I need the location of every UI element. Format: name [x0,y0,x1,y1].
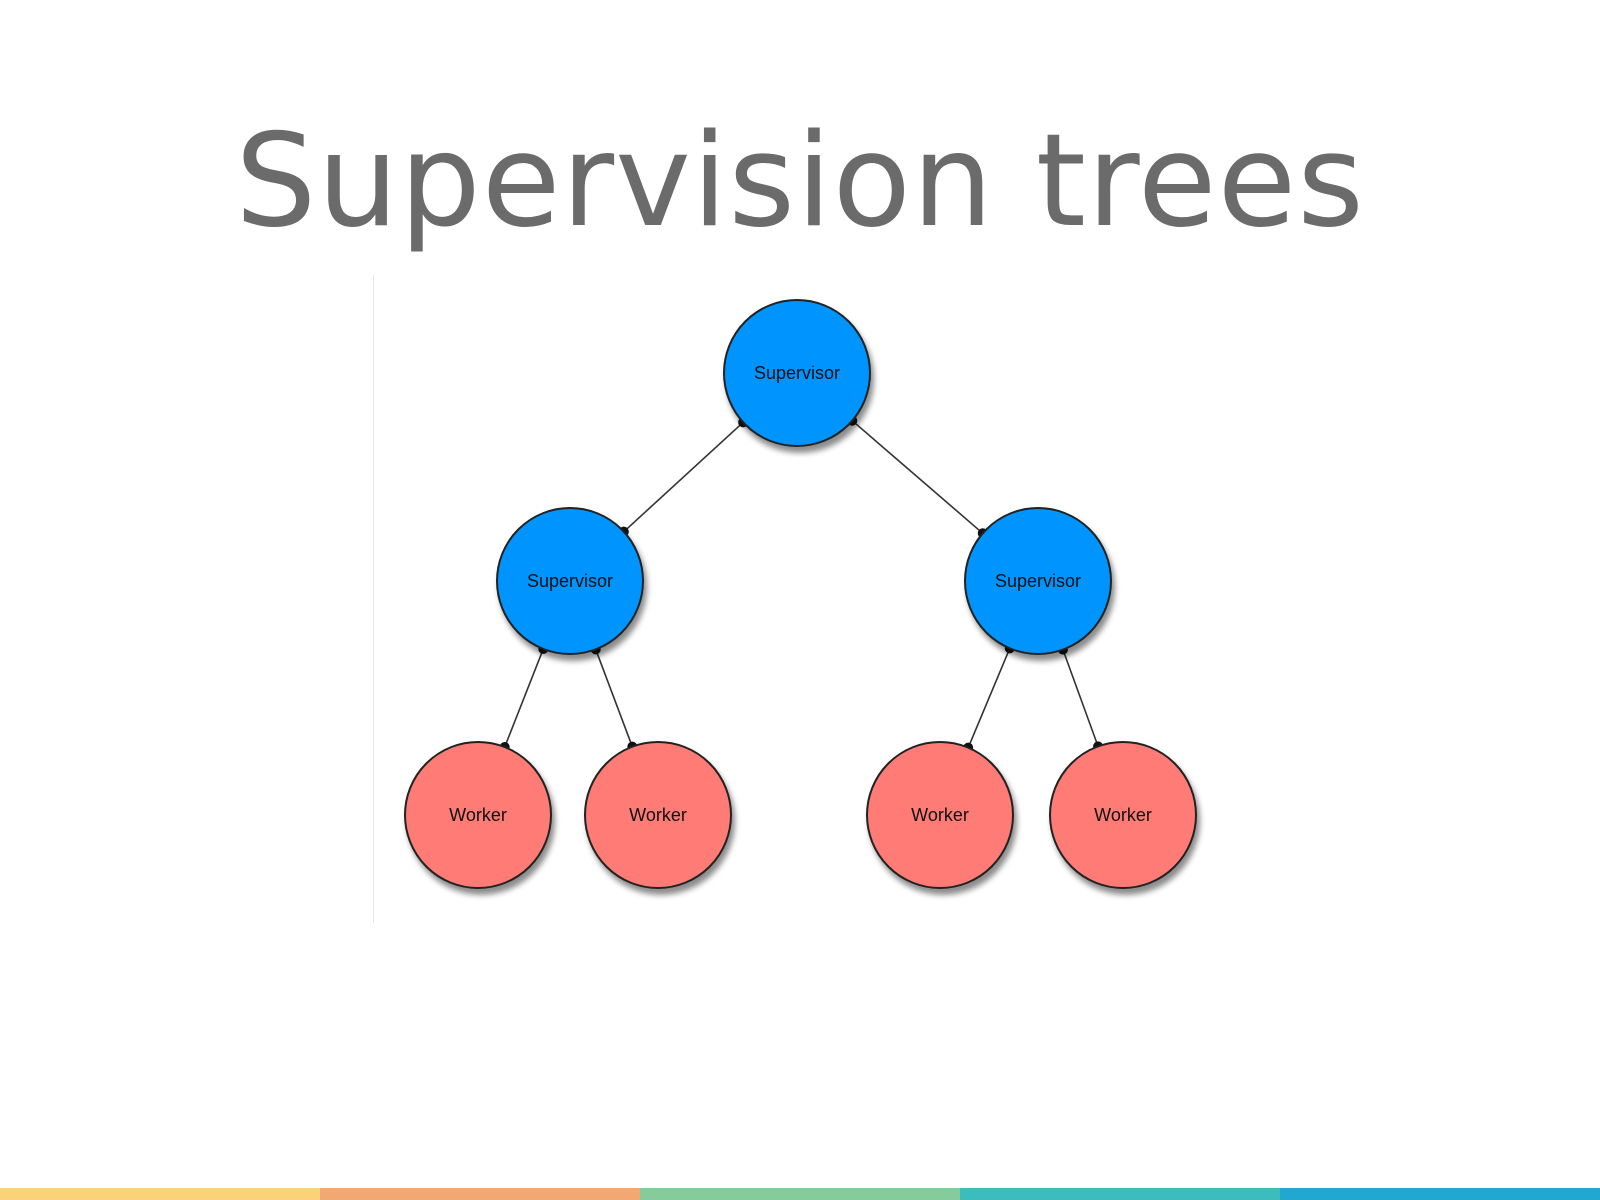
worker-circle [866,741,1014,889]
node-worker-4: Worker [1049,741,1197,889]
worker-label: Worker [911,805,969,825]
edge-sup-left-worker-2 [590,644,638,752]
edge-line [503,648,545,748]
edge-root-sup-right [847,415,988,539]
edge-sup-right-worker-3 [963,643,1015,753]
node-worker-2: Worker [584,741,732,889]
edge-line [1062,649,1099,747]
edge-sup-right-worker-4 [1057,644,1104,752]
footer-segment-5 [1280,1188,1600,1200]
node-sup-right: Supervisor [964,507,1112,655]
edge-line [851,420,984,534]
worker-label: Worker [449,805,507,825]
supervisor-label: Supervisor [754,363,840,383]
footer-segment-1 [0,1188,320,1200]
worker-label: Worker [629,805,687,825]
supervisor-circle [723,299,871,447]
supervisor-label: Supervisor [995,571,1081,591]
slide-title: Supervision trees [235,107,1365,256]
footer-segment-3 [640,1188,960,1200]
node-worker-3: Worker [866,741,1014,889]
edge-sup-left-worker-1 [499,643,549,753]
edge-line [967,648,1011,748]
footer-segment-2 [320,1188,640,1200]
footer-color-bar [0,1188,1600,1200]
node-worker-1: Worker [404,741,552,889]
node-sup-left: Supervisor [496,507,644,655]
supervisor-circle [964,507,1112,655]
image-border [373,275,374,923]
node-root: Supervisor [723,299,871,447]
worker-circle [404,741,552,889]
edge-line [623,421,744,533]
worker-circle [584,741,732,889]
worker-label: Worker [1094,805,1152,825]
edge-line [594,649,634,747]
worker-circle [1049,741,1197,889]
supervisor-circle [496,507,644,655]
supervisor-label: Supervisor [527,571,613,591]
footer-segment-4 [960,1188,1280,1200]
edge-root-sup-left [618,417,749,537]
